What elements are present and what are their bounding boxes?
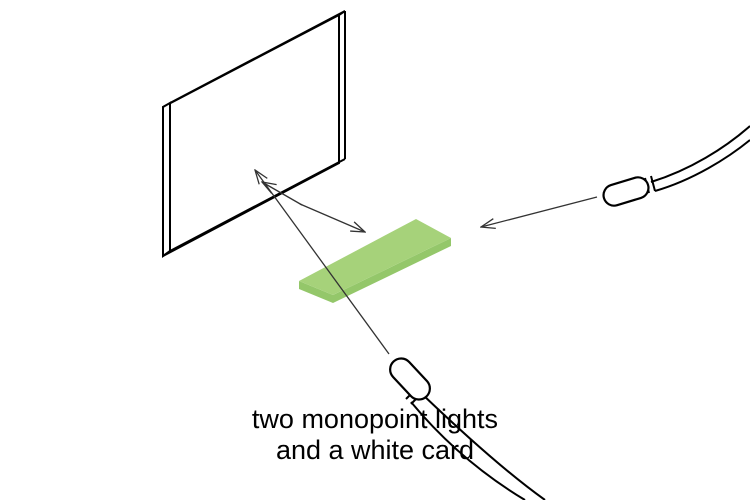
light-rays xyxy=(255,170,598,355)
bottom-monopoint-light xyxy=(389,357,546,500)
white-card-top-corner xyxy=(338,10,346,16)
ray-card-to-plate xyxy=(299,203,365,232)
right-light-collar-2 xyxy=(650,175,656,192)
green-plate-top xyxy=(299,219,451,295)
bottom-light-cable-outer xyxy=(420,392,546,500)
white-card-edge xyxy=(162,101,171,258)
bottom-light-body xyxy=(389,357,431,401)
right-light-cable-outer xyxy=(650,125,750,183)
caption-line-1: two monopoint lights xyxy=(251,404,499,434)
caption-line-2: and a white card xyxy=(275,435,475,465)
right-light-body xyxy=(602,176,650,207)
bottom-light-cable-inner xyxy=(410,401,526,500)
right-light-cable-inner xyxy=(654,139,750,192)
white-card-top-edge xyxy=(169,10,346,104)
white-card-front xyxy=(162,13,340,258)
right-monopoint-light xyxy=(602,125,750,207)
green-sample-plate xyxy=(299,219,451,303)
ray-right-light-to-plate xyxy=(481,196,598,227)
white-card-bottom-edge xyxy=(169,158,346,252)
ray-bottom-light-to-card xyxy=(255,170,390,355)
white-card-panel xyxy=(162,10,346,258)
ray-plate-to-card xyxy=(262,182,303,206)
